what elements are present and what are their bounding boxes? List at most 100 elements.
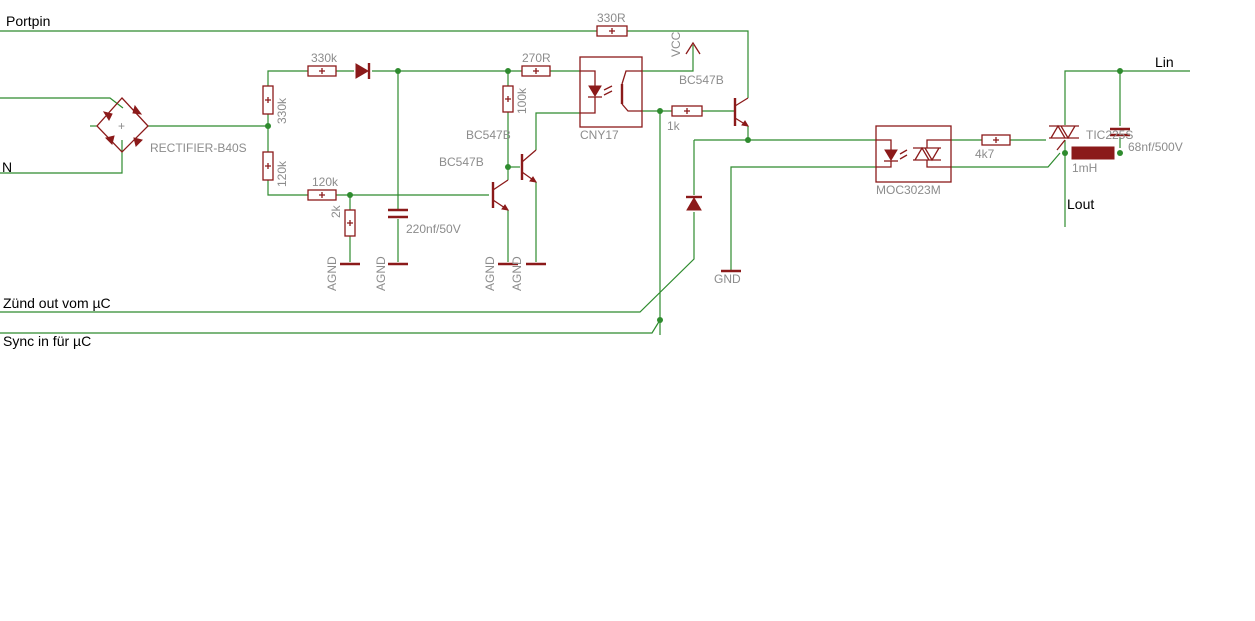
wire-vcc	[660, 45, 694, 72]
junction	[505, 68, 511, 74]
net-label-lin: Lin	[1155, 54, 1174, 70]
junction	[1117, 150, 1123, 156]
diode-top	[355, 63, 371, 79]
resistor-100k	[502, 85, 514, 113]
label-4k7: 4k7	[975, 147, 995, 161]
label-cny17: CNY17	[580, 128, 619, 142]
label-330r: 330R	[597, 11, 626, 25]
resistor-120k-horiz	[307, 189, 337, 201]
rectifier-bridge: +	[96, 97, 149, 153]
junction	[505, 164, 511, 170]
vcc-symbol	[685, 41, 701, 55]
label-agnd-2: AGND	[374, 256, 388, 291]
moc-body	[875, 125, 952, 183]
resistor-270r	[521, 65, 551, 77]
wire-q2-c	[535, 112, 580, 150]
resistor-4k7	[981, 134, 1011, 146]
rectifier-diode-icon	[102, 111, 113, 122]
junction	[657, 108, 663, 114]
label-bc547-q1: BC547B	[439, 155, 484, 169]
label-gnd: GND	[714, 272, 741, 286]
resistor-2k	[344, 209, 356, 237]
label-bc547-q2: BC547B	[466, 128, 511, 142]
transistor-q3	[733, 97, 749, 127]
wire-portpin-r	[627, 30, 749, 98]
triac-tic225s	[1049, 124, 1079, 151]
cny17-led-icon	[588, 85, 602, 97]
label-100k: 100k	[515, 87, 529, 114]
inductor-1mh	[1071, 146, 1115, 160]
moc-diac-icon	[913, 146, 941, 162]
wire-div-top	[267, 70, 308, 86]
wire-diode-low	[0, 212, 695, 313]
label-vcc: VCC	[669, 31, 683, 57]
junction	[395, 68, 401, 74]
junction	[347, 192, 353, 198]
label-rectifier: RECTIFIER-B40S	[150, 141, 247, 155]
component-labels: 330R 330k 330k 120k 120k 2k 270R 100k 1k…	[150, 11, 1183, 291]
label-330k-vert: 330k	[275, 97, 289, 124]
label-2k: 2k	[329, 204, 343, 218]
junctions	[265, 68, 1123, 323]
label-330k-top: 330k	[311, 51, 338, 65]
transistor-q1	[491, 179, 509, 211]
label-cap68: 68nf/500V	[1128, 140, 1183, 154]
junction	[265, 123, 271, 129]
label-agnd-4: AGND	[510, 256, 524, 291]
cny17-body	[579, 56, 643, 128]
q2-collector	[521, 149, 537, 163]
label-270r: 270R	[522, 51, 551, 65]
q2-arrow	[529, 176, 537, 183]
label-tic225s: TIC225S	[1086, 128, 1133, 142]
vcc-arrow-icon	[685, 41, 701, 55]
diode-top-icon	[355, 63, 369, 79]
inductor-body	[1071, 146, 1115, 160]
q3-arrow	[741, 120, 749, 127]
label-cap220: 220nf/50V	[406, 222, 461, 236]
triac-icon	[1049, 124, 1079, 151]
label-agnd-1: AGND	[325, 256, 339, 291]
wire-n-in	[0, 140, 123, 174]
ground-symbols	[340, 262, 741, 273]
junction	[1062, 150, 1068, 156]
wire-moc-mt	[951, 152, 1061, 168]
resistors	[262, 25, 1011, 237]
transistor-q2	[520, 149, 537, 183]
wire-div-bot	[267, 180, 308, 196]
label-bc547-q3: BC547B	[679, 73, 724, 87]
resistor-330k-vert	[262, 85, 274, 115]
rectifier-diode-icon	[133, 137, 143, 147]
junction	[1117, 68, 1123, 74]
label-120k-horiz: 120k	[312, 175, 339, 189]
rectifier-outline	[96, 97, 149, 153]
net-label-n: N	[2, 159, 12, 175]
label-120k-vert: 120k	[275, 160, 289, 187]
q3-collector	[734, 97, 749, 107]
resistor-330k-top	[307, 65, 337, 77]
label-1k: 1k	[667, 119, 681, 133]
resistor-120k-vert	[262, 151, 274, 181]
moc-light-icon	[899, 149, 908, 160]
optocoupler-cny17	[579, 56, 643, 128]
optocoupler-moc3023m	[875, 125, 952, 183]
diode-zuend-icon	[686, 197, 702, 211]
rectifier-diode-icon	[105, 135, 115, 145]
junction	[657, 317, 663, 323]
moc-inner-wires	[876, 139, 951, 168]
label-1mh: 1mH	[1072, 161, 1097, 175]
resistor-plus-marks	[265, 28, 999, 226]
cny17-inner-wires	[580, 70, 642, 114]
net-label-sync: Sync in für µC	[3, 333, 91, 349]
label-agnd-3: AGND	[483, 256, 497, 291]
q1-arrow	[501, 204, 509, 211]
capacitor-68nf	[1110, 127, 1130, 137]
rectifier-diode-icon	[132, 104, 143, 115]
net-label-portpin: Portpin	[6, 13, 50, 29]
net-label-lout: Lout	[1067, 196, 1094, 212]
cny17-light-icon	[603, 85, 613, 96]
resistor-330r	[596, 25, 628, 37]
net-label-zuend: Zünd out vom µC	[3, 295, 111, 311]
wire-lin	[1064, 70, 1190, 125]
moc-led-icon	[884, 149, 898, 161]
